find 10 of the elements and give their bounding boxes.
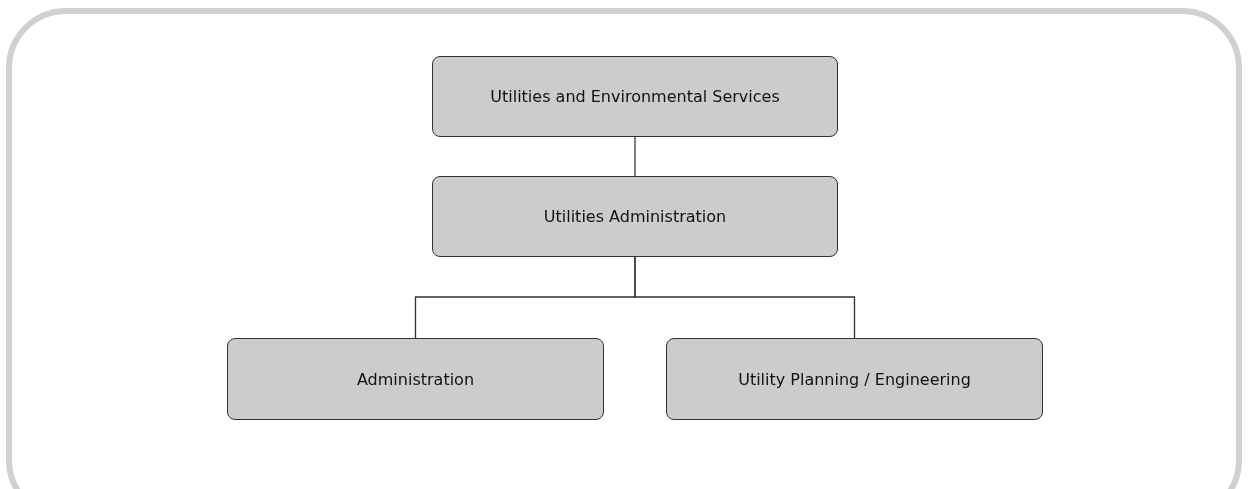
box-label: Administration	[356, 369, 475, 389]
box-label: Utilities and Environmental Services	[490, 87, 780, 106]
connector-line	[634, 256, 856, 339]
org-box	[666, 338, 1043, 420]
box-label: Utilities Administration	[543, 207, 727, 226]
org-box	[432, 56, 838, 137]
connector-line	[634, 136, 636, 177]
box-label: Utility Planning / Engineering	[738, 369, 971, 389]
org-box	[432, 176, 838, 257]
org-box	[227, 338, 604, 420]
